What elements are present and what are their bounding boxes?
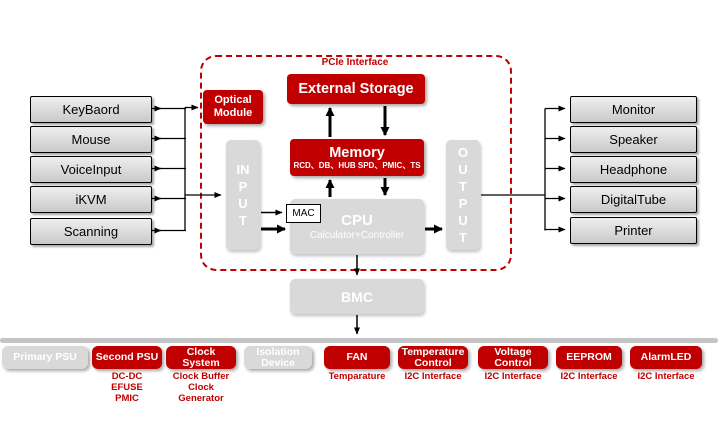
module-clock-system: Clock System [166, 346, 236, 369]
device-mouse: Mouse [30, 126, 152, 153]
module-temperature-control-label: Temperature Control [401, 345, 465, 369]
module-primary-psu: Primary PSU [2, 346, 88, 369]
device-scanning: Scanning [30, 218, 152, 245]
module-clock-system-label: Clock System [182, 345, 220, 369]
module-alarmled-label: AlarmLED [640, 351, 692, 363]
device-monitor: Monitor [570, 96, 697, 123]
cpu-box: CPU Calculator+Controller [290, 199, 424, 254]
module-voltage-control-sub: I2C Interface [484, 371, 542, 382]
memory-subtitle: RCD、DB、HUB SPD、PMIC、TS [293, 161, 421, 170]
module-fan: FAN [324, 346, 390, 369]
module-fan-sub: Temparature [328, 371, 386, 382]
device-printer: Printer [570, 217, 697, 244]
device-headphone: Headphone [570, 156, 697, 183]
module-second-psu-sub: DC-DC EFUSE PMIC [111, 371, 143, 404]
module-voltage-control-label: Voltage Control [494, 345, 532, 369]
module-eeprom-sub: I2C Interface [560, 371, 618, 382]
device-ikvm: iKVM [30, 186, 152, 213]
input-unit-box: INPUT [226, 140, 260, 250]
module-eeprom: EEPROM [556, 346, 622, 369]
module-isolation-device-label: Isolation Device [256, 345, 300, 369]
output-unit-box: OUTPUT [446, 140, 480, 250]
module-voltage-control: Voltage Control [478, 346, 548, 369]
device-keybaord: KeyBaord [30, 96, 152, 123]
bottom-bus-bar [0, 338, 718, 343]
memory-title: Memory [329, 145, 385, 161]
memory-box: Memory RCD、DB、HUB SPD、PMIC、TS [290, 139, 424, 176]
module-isolation-device: Isolation Device [244, 346, 312, 369]
optical-module-box: Optical Module [203, 90, 263, 124]
module-eeprom-label: EEPROM [566, 351, 612, 363]
cpu-title: CPU [341, 211, 373, 229]
external-storage-box: External Storage [287, 74, 425, 104]
bmc-box: BMC [290, 279, 424, 314]
cpu-subtitle: Calculator+Controller [309, 229, 405, 241]
mac-box: MAC [286, 204, 321, 223]
module-second-psu-label: Second PSU [95, 351, 159, 363]
device-speaker: Speaker [570, 126, 697, 153]
pcie-interface-label: PCIe Interface [321, 57, 389, 68]
module-alarmled: AlarmLED [630, 346, 702, 369]
output-unit-label: OUTPUT [457, 145, 469, 245]
module-alarmled-sub: I2C Interface [637, 371, 695, 382]
device-voiceinput: VoiceInput [30, 156, 152, 183]
module-temperature-control: Temperature Control [398, 346, 468, 369]
input-unit-label: INPUT [236, 162, 250, 228]
device-digitaltube: DigitalTube [570, 186, 697, 213]
module-temperature-control-sub: I2C Interface [404, 371, 462, 382]
module-fan-label: FAN [346, 351, 368, 363]
module-clock-system-sub: Clock Buffer Clock Generator [172, 371, 230, 404]
module-primary-psu-label: Primary PSU [13, 351, 77, 363]
module-second-psu: Second PSU [92, 346, 162, 369]
